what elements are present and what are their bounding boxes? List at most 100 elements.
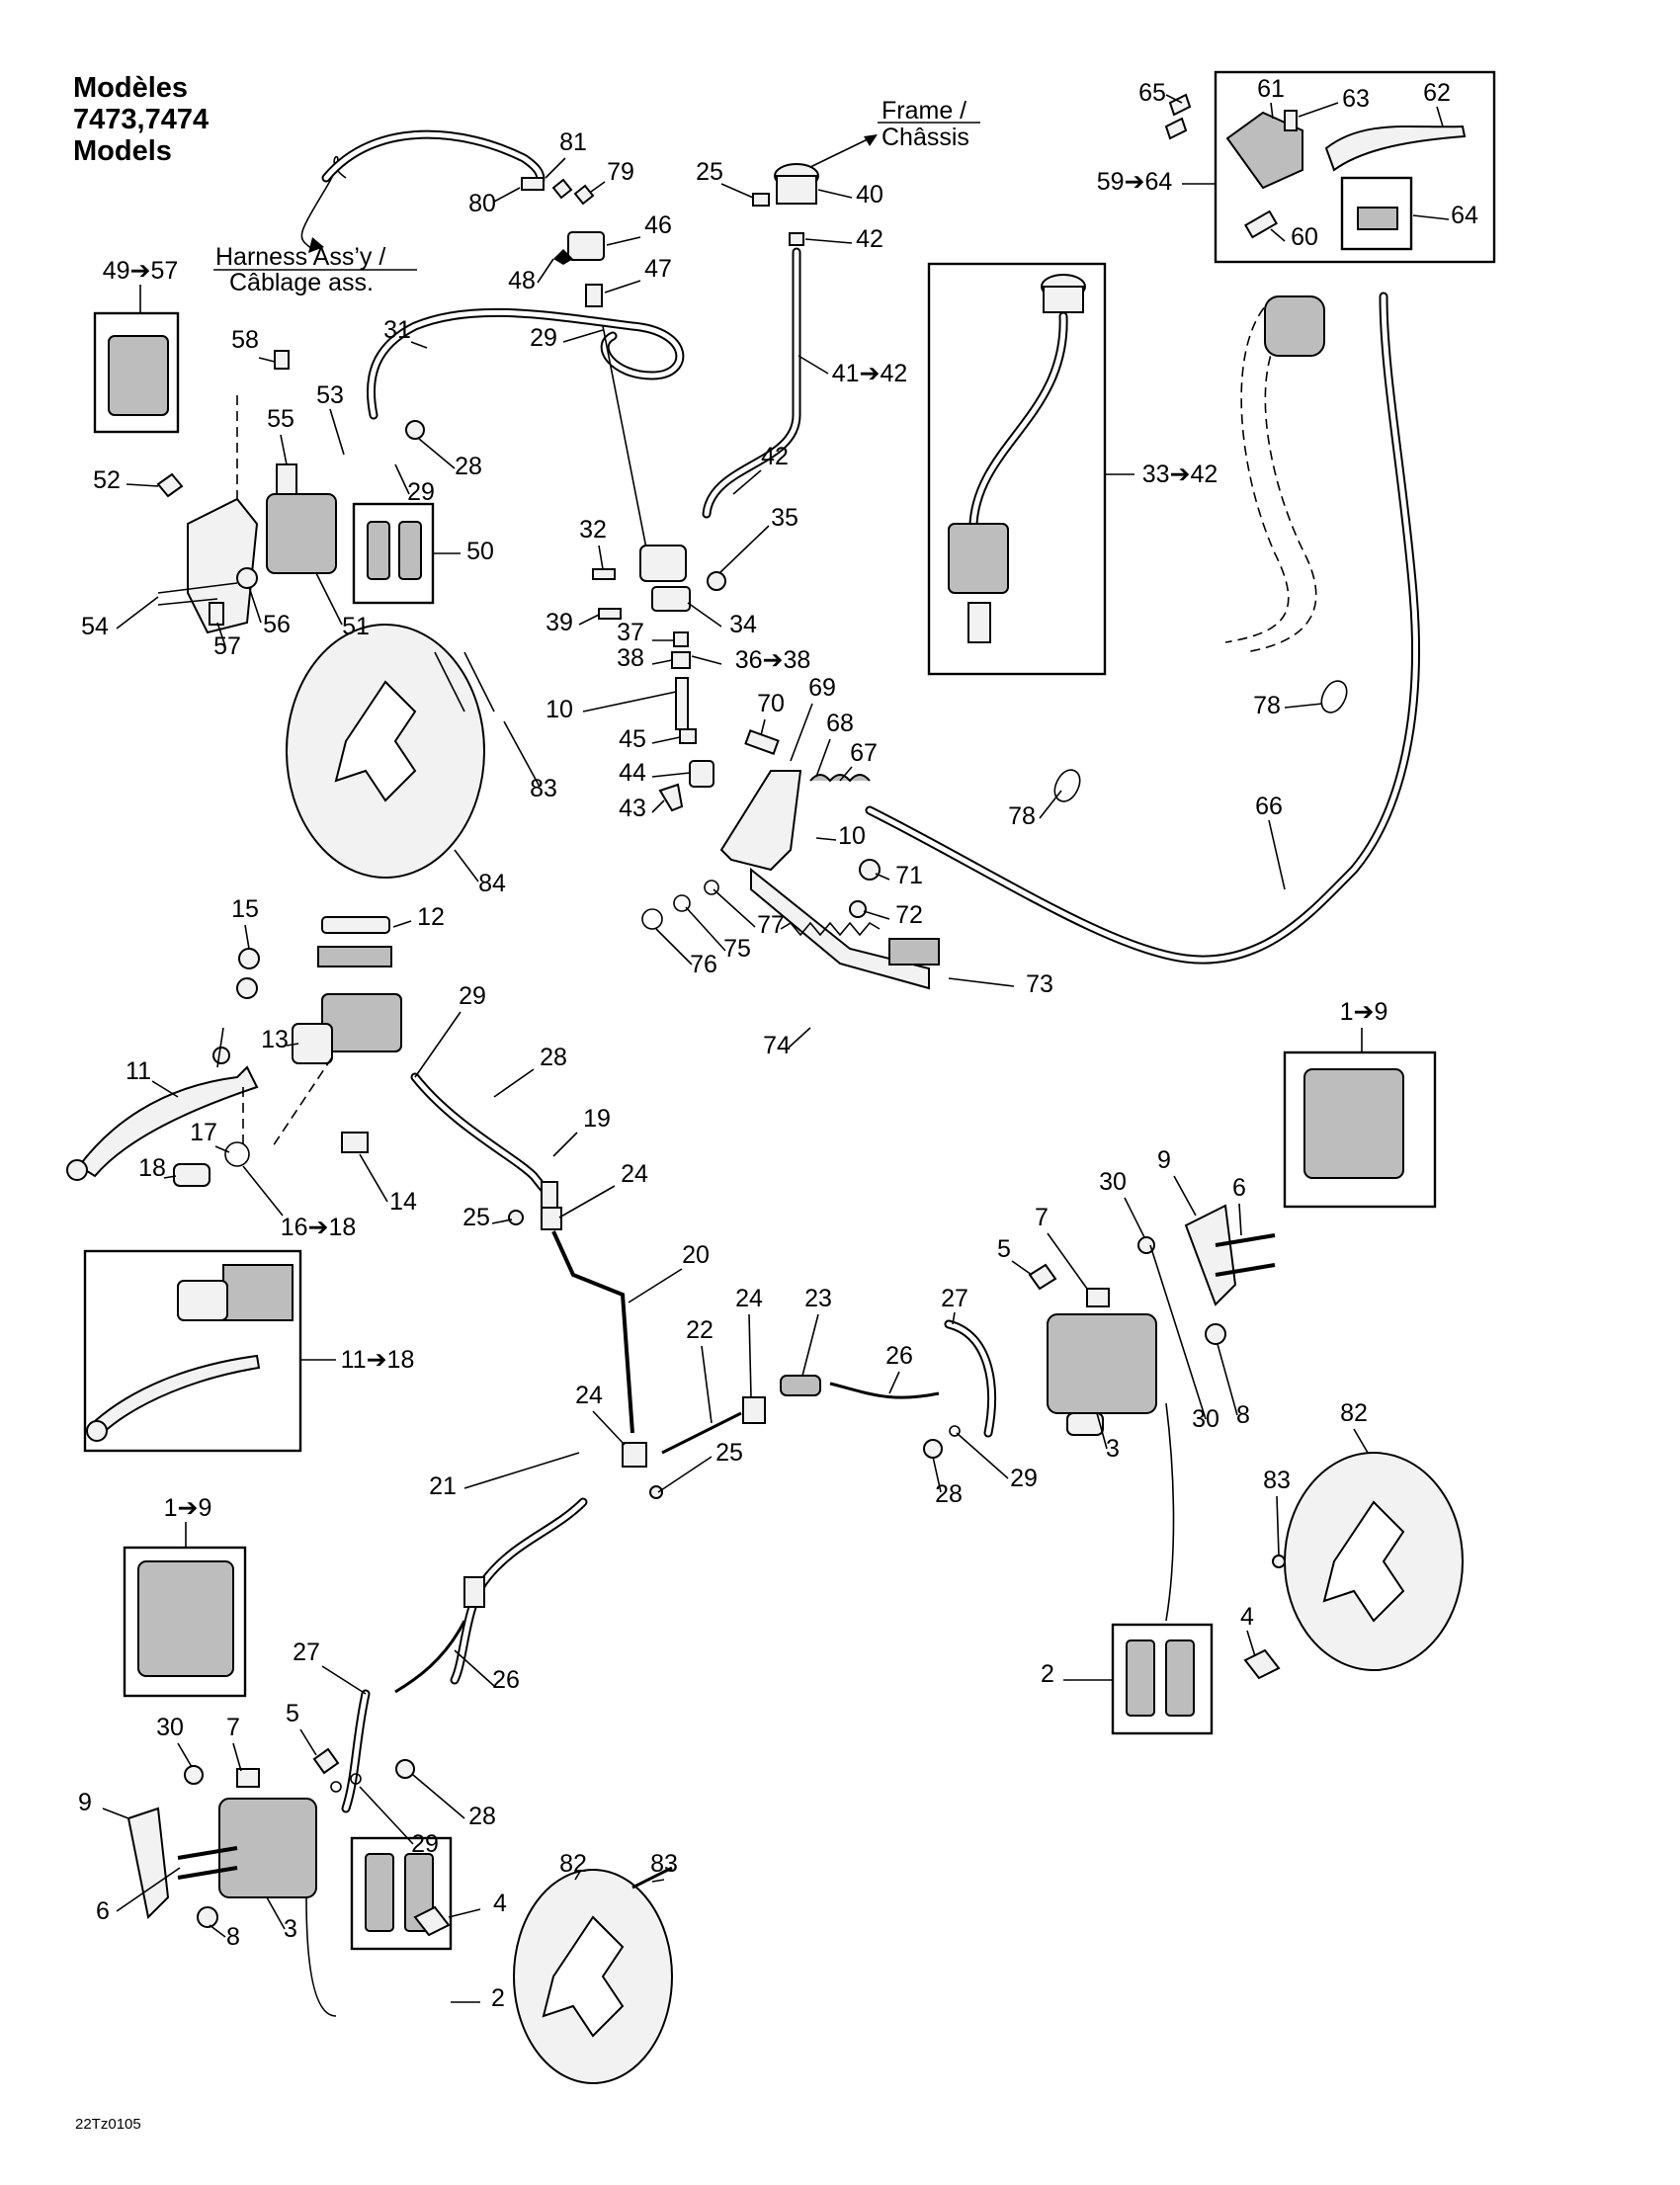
- fitting-47: [585, 284, 603, 307]
- leader-c47: [604, 280, 641, 294]
- callout-c19: 19: [583, 1105, 611, 1133]
- leader-c54: [116, 596, 159, 630]
- callout-c68: 68: [826, 710, 854, 737]
- callout-c80: 80: [468, 190, 496, 217]
- callout-c14: 14: [389, 1188, 417, 1216]
- callout-c32: 32: [579, 516, 607, 544]
- leader-c20: [628, 1268, 683, 1303]
- reservoir-body-13: [321, 993, 402, 1052]
- caliper-3b: [218, 1798, 317, 1898]
- callout-c27b: 27: [293, 1639, 320, 1666]
- clip-79: [551, 178, 595, 206]
- callout-c23: 23: [804, 1285, 832, 1312]
- bracket-9b: [126, 1807, 170, 1920]
- callout-c59_64: 59➔64: [1097, 168, 1173, 196]
- callout-c28a: 28: [455, 453, 482, 480]
- leader-c82b: [574, 1869, 582, 1881]
- leader-c42a: [804, 238, 853, 244]
- pad-inset-2a: [1111, 1623, 1214, 1735]
- bolt-32: [592, 568, 616, 580]
- leader-lines: [102, 94, 1450, 2003]
- leader-c39: [578, 614, 600, 626]
- washer-77: [704, 880, 719, 895]
- callout-c4b: 4: [493, 1890, 507, 1917]
- inset-reservoir: [1043, 286, 1084, 313]
- callout-c26a: 26: [885, 1342, 913, 1370]
- leader-c32: [598, 545, 604, 570]
- leader-c28b: [493, 1068, 535, 1098]
- piston-38: [671, 651, 691, 669]
- callout-c24a: 24: [621, 1160, 648, 1188]
- callout-c4a: 4: [1240, 1603, 1254, 1631]
- screw-60: [1244, 210, 1278, 239]
- frame-note-1: Frame /: [882, 97, 966, 125]
- leader-c62: [1436, 106, 1444, 127]
- title-line-1: Modèles: [73, 72, 188, 104]
- clamp-42: [789, 232, 804, 246]
- disc-hub-84: [334, 680, 417, 802]
- callout-c37: 37: [617, 619, 644, 646]
- inset-59-64: [1214, 70, 1496, 264]
- callout-c28c: 28: [935, 1480, 963, 1508]
- callout-c81: 81: [559, 128, 587, 156]
- bushing-8a: [1205, 1323, 1226, 1345]
- leader-c25a: [720, 183, 754, 199]
- hose-27a-inner: [946, 1321, 995, 1436]
- callout-c78b: 78: [1253, 692, 1281, 719]
- inset-hose-inner: [970, 313, 1066, 527]
- boot-18: [173, 1163, 210, 1187]
- inset-hose: [968, 311, 1068, 529]
- spring-68: [809, 774, 871, 783]
- leader-c13: [286, 1043, 299, 1047]
- callout-c29b: 29: [407, 478, 435, 506]
- leader-c28a: [418, 438, 456, 469]
- leader-c21: [463, 1452, 580, 1489]
- leader-c24c: [592, 1410, 626, 1446]
- callout-c42b: 42: [761, 443, 789, 470]
- leader-c26b: [454, 1649, 495, 1687]
- park-cable-66: [865, 292, 1420, 965]
- leader-c7b: [232, 1742, 242, 1772]
- rotor-screw-83c: [631, 1866, 673, 1890]
- leader-c19: [552, 1132, 578, 1157]
- callout-c6a: 6: [1232, 1174, 1246, 1202]
- inset-caliper-right: [1303, 1068, 1404, 1179]
- callout-c2a: 2: [1041, 1660, 1054, 1688]
- leader-c3b: [266, 1896, 286, 1930]
- leader-c44: [651, 772, 691, 778]
- callout-c9a: 9: [1157, 1146, 1171, 1174]
- callout-c75: 75: [723, 935, 751, 963]
- callout-c24c: 24: [575, 1382, 603, 1409]
- callout-c45: 45: [619, 725, 646, 753]
- callout-c25a: 25: [696, 158, 723, 186]
- callout-c33_42: 33➔42: [1142, 461, 1218, 488]
- junction-24: [622, 1442, 647, 1468]
- callout-c29a: 29: [530, 324, 557, 352]
- callout-c50: 50: [466, 538, 494, 565]
- callout-c39: 39: [546, 609, 573, 636]
- callout-c58: 58: [231, 326, 259, 354]
- leader-c57: [216, 622, 226, 647]
- leader-c10a: [582, 691, 677, 713]
- frame-note-2: Châssis: [882, 124, 969, 151]
- screw-15b: [236, 977, 258, 999]
- leader-c69: [790, 703, 813, 762]
- screw-25c: [649, 1485, 663, 1499]
- leader-c72: [863, 910, 890, 920]
- callout-c66: 66: [1255, 793, 1283, 820]
- callout-c6b: 6: [96, 1897, 110, 1925]
- callout-c10b: 10: [838, 822, 866, 850]
- screw-15: [238, 948, 260, 969]
- caliper-51: [266, 493, 337, 574]
- pad-2b-left: [365, 1853, 394, 1932]
- hose-27b-inner: [343, 1691, 369, 1811]
- leader-c71: [875, 873, 890, 881]
- leader-c27a: [952, 1311, 956, 1325]
- bolt-30a: [1137, 1236, 1155, 1254]
- callout-c29d: 29: [1010, 1465, 1038, 1492]
- callout-c74: 74: [763, 1032, 791, 1059]
- lever-62: [1324, 125, 1467, 172]
- reservoir-40: [776, 175, 817, 205]
- leader-c31: [410, 341, 428, 349]
